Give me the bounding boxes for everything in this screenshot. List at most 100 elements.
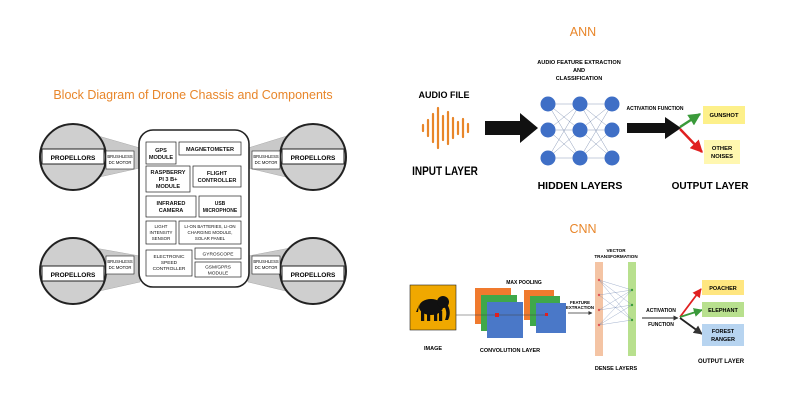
infrared-label-l2: CAMERA	[159, 208, 184, 214]
chassis-component-small-labels: LIGHT INTENSITY SENSOR LI-ON BATTERIES, …	[150, 224, 236, 277]
light-label-l3: SENSOR	[152, 236, 171, 241]
chassis-component-labels: GPS MODULE MAGNETOMETER RASPBERRY PI 3 B…	[149, 147, 238, 214]
ann-neuron	[572, 150, 588, 166]
ann-neuron	[540, 122, 556, 138]
forest-ranger-l2: RANGER	[711, 337, 735, 343]
cnn-vector-transformation-l1: VECTOR	[606, 248, 626, 253]
flight-controller	[192, 165, 242, 188]
gyroscope-label: GYROSCOPE	[203, 252, 234, 258]
audio-waveform-icon	[421, 106, 470, 150]
flight-label-l2: CONTROLLER	[198, 178, 237, 184]
gunshot-box	[703, 106, 745, 124]
cnn-convolution-label: CONVOLUTION LAYER	[480, 348, 540, 354]
forest-ranger-box	[702, 324, 744, 346]
chassis-components	[145, 141, 242, 278]
svg-text:AUDIO FEATURE EXTRACTION: AUDIO FEATURE EXTRACTION	[537, 60, 621, 66]
cnn-diagram: CNN IMAGE MAX POOLING	[409, 222, 745, 372]
cnn-convolution-stack	[475, 288, 523, 338]
motor-top-left-l2: DC MOTOR	[109, 160, 132, 165]
ann-audio-file-label: AUDIO FILE	[419, 90, 470, 100]
ann-neuron	[572, 96, 588, 112]
battery-label-l1: LI-ON BATTERIES, LI-ON	[184, 224, 235, 229]
cnn-vector-transformation-l2: TRANSFORMATION	[594, 254, 638, 259]
elephant-label: ELEPHANT	[708, 308, 738, 314]
ann-diagram: ANN AUDIO FILE INPUT LAYER AUDIO FEATURE…	[412, 25, 749, 192]
cnn-max-pooling-label: MAX POOLING	[506, 280, 542, 286]
ann-input-layer-label: INPUT LAYER	[412, 165, 478, 178]
ann-neuron	[572, 122, 588, 138]
ann-output-layer-label: OUTPUT LAYER	[672, 181, 750, 192]
raspberry-label-l1: RASPBERRY	[151, 170, 186, 176]
drone-diagram: Block Diagram of Drone Chassis and Compo…	[39, 88, 347, 305]
propellor-label-bottom-right: PROPELLORS	[291, 272, 336, 279]
cnn-poacher-arrow	[679, 288, 702, 318]
propellor-labels: PROPELLORS PROPELLORS PROPELLORS PROPELL…	[41, 148, 345, 282]
elephant-icon	[416, 296, 450, 321]
gsm-label-l2: MODULE	[208, 271, 229, 277]
ann-neuron	[604, 122, 620, 138]
cnn-ranger-arrow	[679, 317, 703, 335]
motor-top-left-l1: BRUSHLESS	[107, 154, 133, 159]
cnn-activation-l2: FUNCTION	[648, 322, 674, 328]
gps-module	[145, 141, 177, 165]
motor-bottom-right-l2: DC MOTOR	[255, 265, 278, 270]
motor-labels: BRUSHLESS DC MOTOR BRUSHLESS DC MOTOR BR…	[105, 150, 281, 275]
motor-top-right-l1: BRUSHLESS	[253, 154, 279, 159]
dense-nodes	[597, 278, 634, 327]
ann-neuron	[604, 96, 620, 112]
light-label-l2: INTENSITY	[150, 230, 173, 235]
ann-neurons	[540, 96, 620, 166]
other-noises-label-l1: OTHER	[712, 146, 733, 152]
cnn-image-label: IMAGE	[424, 346, 442, 352]
magnetometer	[178, 141, 242, 156]
motor-bottom-left-l1: BRUSHLESS	[107, 259, 133, 264]
cnn-output-layer-label: OUTPUT LAYER	[698, 359, 745, 365]
usb-label-l2: MICROPHONE	[203, 208, 238, 214]
light-label-l1: LIGHT	[155, 224, 168, 229]
ann-activation-label: ACTIVATION FUNCTION	[626, 106, 683, 112]
ann-gunshot-arrow	[679, 112, 702, 129]
ann-title: ANN	[570, 25, 596, 39]
cnn-feature-extraction-l1: FEATURE	[570, 300, 590, 305]
raspberry-label-l3: MODULE	[156, 184, 181, 190]
other-noises-box	[704, 140, 740, 164]
forest-ranger-l1: FOREST	[712, 329, 735, 335]
elephant-box	[702, 302, 744, 317]
cnn-elephant-arrow	[679, 308, 703, 318]
raspberry-label-l2: PI 3 B+	[159, 177, 179, 183]
light-intensity-sensor	[145, 220, 177, 245]
dense-connections	[598, 279, 633, 326]
dense-layer-green	[628, 262, 636, 356]
infrared-label-l1: INFRARED	[157, 201, 186, 207]
gps-label-l1: GPS	[155, 148, 167, 154]
infrared-camera	[145, 195, 197, 218]
gps-label-l2: MODULE	[149, 155, 174, 161]
gunshot-label: GUNSHOT	[710, 113, 739, 119]
esc-label-l1: ELECTRONIC	[154, 254, 185, 260]
motor-bottom-left-l2: DC MOTOR	[109, 265, 132, 270]
flight-label-l1: FLIGHT	[207, 171, 228, 177]
electronic-speed-controller	[145, 249, 193, 277]
ann-neuron	[540, 96, 556, 112]
svg-text:AND: AND	[573, 68, 585, 74]
propellor-label-top-left: PROPELLORS	[51, 155, 96, 162]
other-noises-label-l2: NOISES	[711, 154, 733, 160]
cnn-dense-layers-label: DENSE LAYERS	[595, 366, 638, 372]
poacher-box	[702, 280, 744, 295]
magnetometer-label: MAGNETOMETER	[186, 147, 234, 153]
gyroscope	[194, 247, 242, 260]
ann-output-arrow	[627, 117, 681, 139]
usb-label-l1: USB	[215, 201, 226, 207]
cnn-title: CNN	[569, 222, 596, 236]
motor-top-right-l2: DC MOTOR	[255, 160, 278, 165]
battery-label-l2: CHARGING MODULE,	[188, 230, 233, 235]
usb-microphone	[198, 195, 242, 218]
ann-hidden-layers-label: HIDDEN LAYERS	[538, 180, 623, 192]
cnn-feature-extraction-l2: EXTRACTION	[566, 305, 594, 310]
drone-title: Block Diagram of Drone Chassis and Compo…	[53, 88, 332, 102]
motor-bottom-right-l1: BRUSHLESS	[253, 259, 279, 264]
esc-label-l3: CONTROLLER	[153, 266, 186, 272]
svg-text:CLASSIFICATION: CLASSIFICATION	[556, 76, 603, 82]
gsm-gprs-module	[194, 261, 242, 278]
